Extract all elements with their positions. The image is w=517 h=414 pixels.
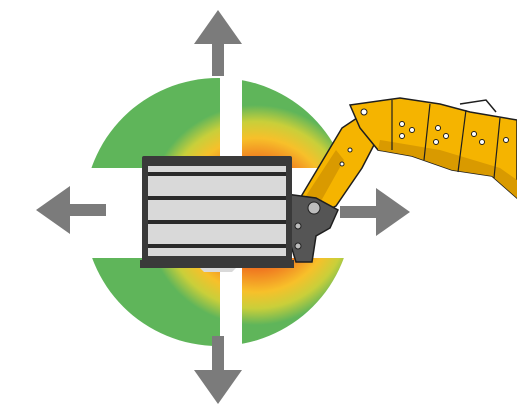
crane-arm-boom bbox=[348, 97, 517, 199]
boom-joint-3 bbox=[457, 109, 467, 173]
crane-arm bbox=[285, 97, 517, 263]
loading-platform bbox=[140, 156, 294, 272]
bracket-bolt-icon bbox=[294, 222, 302, 230]
boom-bolts bbox=[339, 108, 509, 167]
arrow-left-icon bbox=[36, 186, 106, 234]
bracket-bolt-icon bbox=[294, 242, 302, 250]
platform-slat bbox=[148, 172, 286, 176]
crane-arm-lower-shade bbox=[300, 150, 344, 210]
platform-panel bbox=[148, 166, 286, 256]
direction-arrows bbox=[36, 10, 410, 404]
boom-hydraulic-line bbox=[459, 99, 497, 113]
arrow-up-icon bbox=[194, 10, 242, 76]
platform-slat bbox=[148, 196, 286, 200]
arrow-down-icon bbox=[194, 336, 242, 404]
crane-arm-boom-shade bbox=[378, 140, 517, 198]
arrow-right-icon bbox=[340, 188, 410, 236]
platform-slat bbox=[148, 220, 286, 224]
boom-joint-2 bbox=[423, 103, 431, 161]
platform-foot bbox=[200, 268, 236, 272]
platform-slat bbox=[148, 244, 286, 248]
boom-joint-4 bbox=[493, 117, 501, 179]
platform-base bbox=[140, 260, 294, 268]
bracket-pivot-icon bbox=[307, 201, 321, 215]
